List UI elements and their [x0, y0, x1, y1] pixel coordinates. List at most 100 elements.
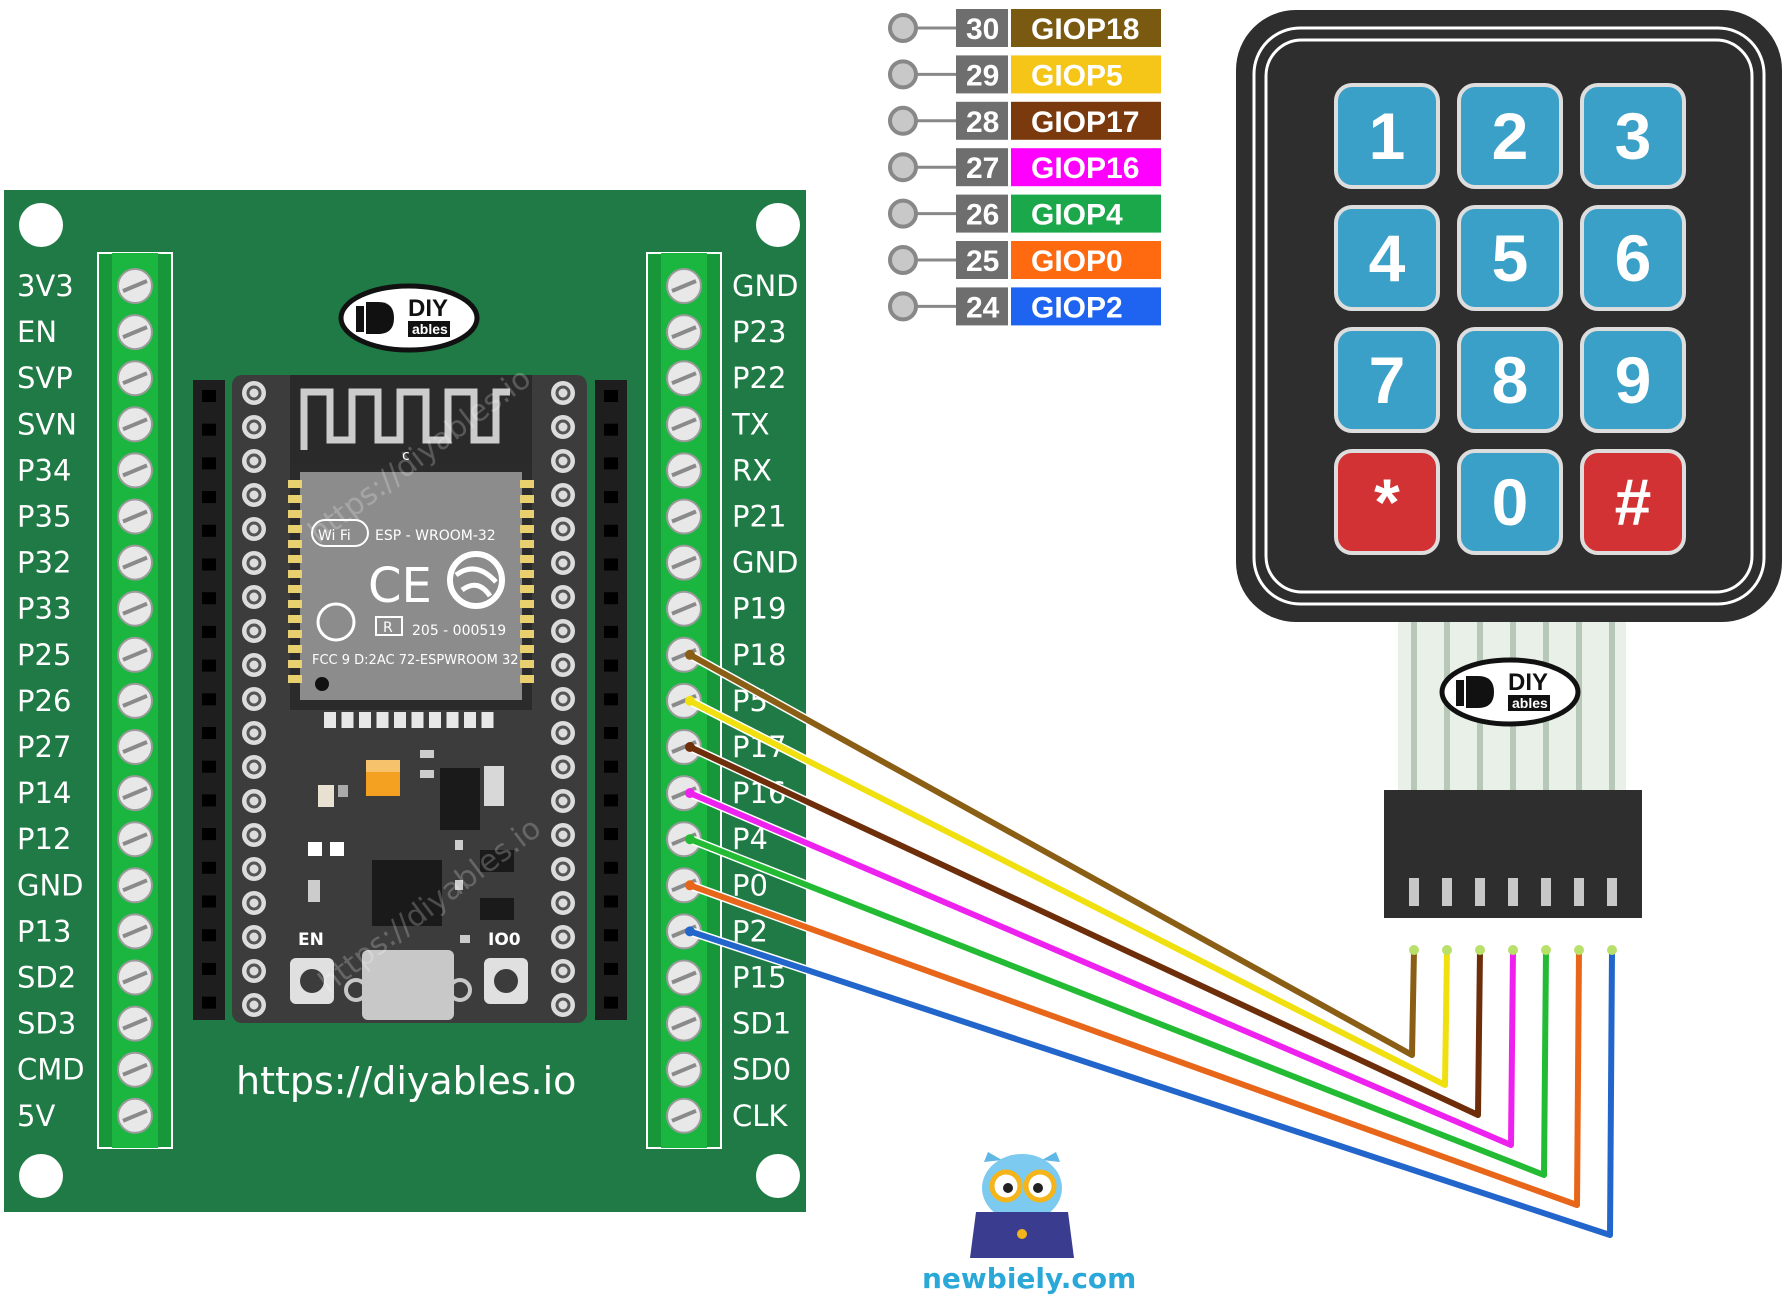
key-8[interactable]: 8 [1457, 327, 1563, 433]
right-terminal-screw [666, 1005, 702, 1042]
espressif-logo [447, 551, 505, 609]
right-terminal-screw [666, 1097, 702, 1134]
left-terminal-screw [117, 682, 153, 719]
header-holes [202, 390, 618, 1009]
regulator [440, 768, 480, 830]
key-7[interactable]: 7 [1334, 327, 1440, 433]
ce-mark: CE [368, 558, 432, 614]
key-3[interactable]: 3 [1580, 83, 1686, 189]
right-terminal-screw [666, 360, 702, 397]
legend-number-box [956, 148, 1008, 187]
mount-hole [756, 203, 800, 247]
right-screws [666, 268, 702, 1134]
wifi-label: Wi Fi [318, 528, 351, 544]
legend-number: 28 [966, 106, 999, 139]
mount-hole [19, 1154, 63, 1198]
right-terminal-screw [666, 729, 702, 765]
logo-line2: ables [412, 321, 448, 337]
right-terminal-screw [666, 314, 702, 351]
left-pin-label: SD2 [17, 961, 76, 995]
newbiely-brand: newbiely.com [922, 1152, 1136, 1295]
right-pin-labels: GNDP23P22TXRXP21GNDP19P18P5P17P16P4P0P2P… [731, 269, 799, 1133]
antenna-trace [300, 388, 510, 450]
legend-pin-dot [888, 105, 918, 136]
left-terminal-screw [117, 913, 153, 950]
key-1[interactable]: 1 [1334, 83, 1440, 189]
wire-p18 [688, 652, 1417, 1058]
left-pin-label: P26 [17, 684, 71, 718]
key-star[interactable]: * [1334, 449, 1440, 555]
right-pin-label: P0 [732, 868, 768, 902]
left-screws [117, 268, 153, 1134]
left-terminal-screw [117, 729, 153, 765]
right-terminal-screw [666, 959, 702, 996]
module-pads [288, 480, 534, 683]
legend-number: 24 [966, 291, 1000, 324]
right-pin-label: CLK [732, 1099, 788, 1133]
key-4[interactable]: 4 [1334, 205, 1440, 311]
module-name: ESP - WROOM-32 [375, 528, 496, 544]
diyables-logo: DIY ables [338, 283, 480, 353]
right-pin-label: SD1 [732, 1007, 791, 1041]
left-pin-label: GND [17, 868, 84, 902]
legend-color-box [1011, 55, 1161, 94]
wire-p5 [688, 698, 1450, 1088]
wire-p0 [688, 882, 1582, 1208]
right-pin-label: TX [731, 407, 770, 441]
right-pin-label: P15 [732, 961, 786, 995]
right-terminal-screw [666, 775, 702, 812]
key-2[interactable]: 2 [1457, 83, 1563, 189]
left-terminal-screw [117, 406, 153, 443]
legend-gpio-name: GIOP2 [1031, 291, 1123, 324]
key-label: 7 [1369, 343, 1406, 417]
legend-gpio-name: GIOP0 [1031, 245, 1123, 278]
brand-text: newbiely.com [922, 1262, 1136, 1295]
key-label: 3 [1615, 99, 1652, 173]
left-pin-label: SD3 [17, 1007, 76, 1041]
left-pin-label: SVN [17, 407, 77, 441]
legend-gpio-name: GIOP5 [1031, 59, 1123, 92]
board-url: https://diyables.io [236, 1059, 576, 1103]
key-9[interactable]: 9 [1580, 327, 1686, 433]
left-terminal-screw [117, 1051, 153, 1088]
connector-pins [1409, 878, 1617, 906]
legend-color-box [1011, 241, 1161, 279]
right-pin-label: P21 [732, 500, 786, 534]
left-terminal-screw [117, 821, 153, 858]
key-0[interactable]: 0 [1457, 449, 1563, 555]
left-pin-label: P14 [17, 776, 71, 810]
devkit-pins [242, 381, 575, 1017]
en-button-label: EN [298, 930, 324, 950]
io0-button-label: IO0 [488, 930, 521, 950]
usb-uart-chip [372, 860, 442, 926]
key-label: * [1374, 465, 1400, 539]
legend-pin-dot [888, 152, 918, 183]
wire-p2 [689, 928, 1615, 1238]
wifi-logo [311, 519, 369, 547]
left-pin-label: P25 [17, 638, 71, 672]
key-5[interactable]: 5 [1457, 205, 1563, 311]
key-hash[interactable]: # [1580, 449, 1686, 555]
legend-pin-dot [888, 291, 918, 322]
left-pin-label: EN [17, 315, 57, 349]
right-terminal-screw [666, 268, 702, 304]
r-mark: R [383, 620, 393, 636]
legend-number-box [956, 101, 1008, 140]
usb-port [362, 950, 454, 1020]
right-terminal-screw [666, 498, 702, 535]
right-terminal-screw [666, 406, 702, 443]
legend-pin-dot [888, 13, 918, 43]
legend-gpio-name: GIOP4 [1031, 199, 1123, 232]
logo-line1: DIY [1508, 669, 1548, 696]
legend-number-box [956, 194, 1008, 233]
left-pin-label: SVP [17, 361, 73, 395]
logo-line1: DIY [408, 295, 448, 322]
key-6[interactable]: 6 [1580, 205, 1686, 311]
